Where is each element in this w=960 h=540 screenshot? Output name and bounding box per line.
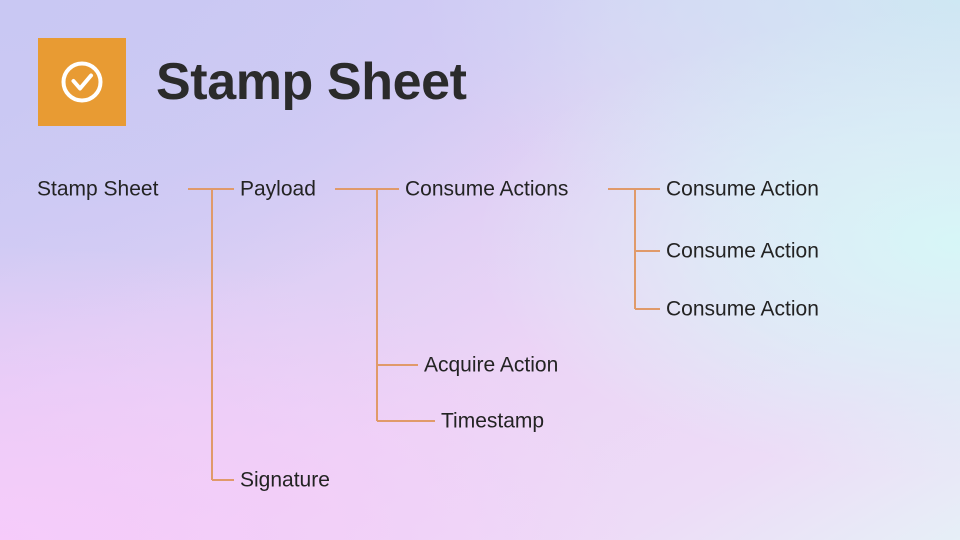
- tree-node-consume-actions[interactable]: Consume Actions: [405, 177, 569, 201]
- tree-node-timestamp[interactable]: Timestamp: [441, 409, 545, 433]
- page-title: Stamp Sheet: [156, 53, 467, 111]
- tree-node-stamp-sheet[interactable]: Stamp Sheet: [37, 177, 159, 201]
- tree-node-consume-action-2[interactable]: Consume Action: [666, 239, 819, 263]
- tree-node-signature[interactable]: Signature: [240, 468, 330, 492]
- tree-node-acquire-action[interactable]: Acquire Action: [424, 353, 559, 377]
- check-circle-icon: [38, 38, 126, 126]
- tree-node-consume-action-1[interactable]: Consume Action: [666, 177, 819, 201]
- slide-header: Stamp Sheet: [38, 38, 467, 126]
- tree-node-payload[interactable]: Payload: [240, 177, 316, 201]
- tree-node-consume-action-3[interactable]: Consume Action: [666, 297, 819, 321]
